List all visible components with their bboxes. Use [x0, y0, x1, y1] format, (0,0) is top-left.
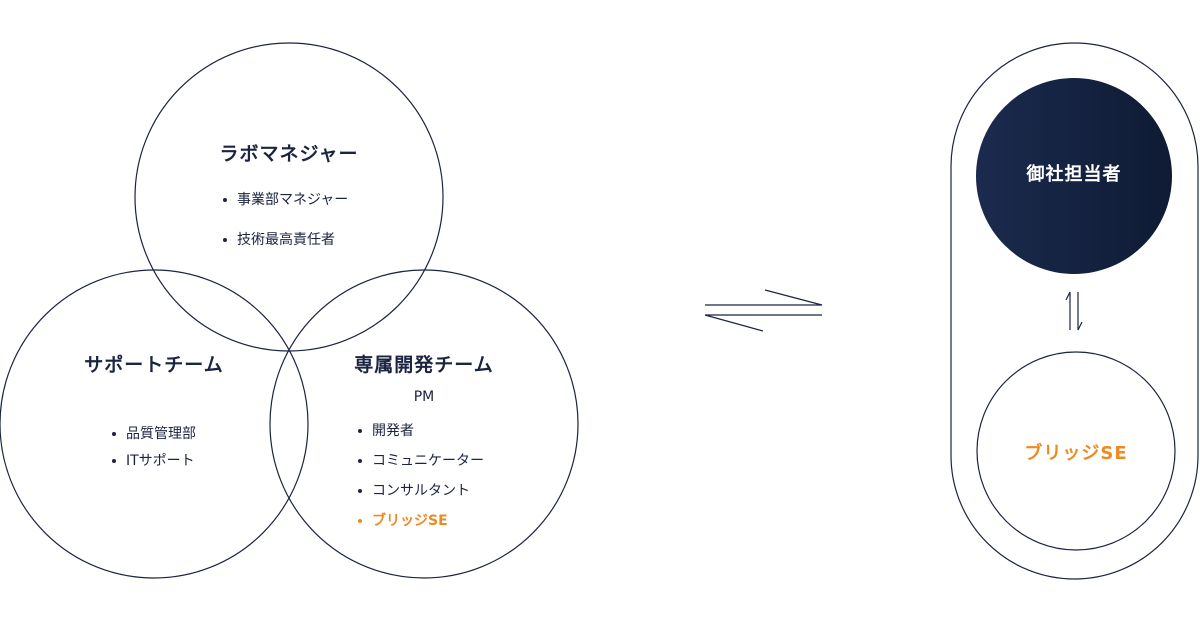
lab-manager-list: 事業部マネジャー 技術最高責任者	[221, 189, 348, 251]
lab-manager-title: ラボマネジャー	[219, 143, 359, 165]
dedicated-team-circle	[269, 269, 579, 579]
dedicated-team-list: 開発者 コミュニケーター コンサルタント ブリッジSE	[356, 420, 484, 532]
client-circle	[976, 78, 1172, 274]
bridge-se-label: ブリッジSE	[1024, 443, 1128, 464]
dedicated-team-title: 専属開発チーム	[354, 354, 494, 376]
list-item: ITサポート	[110, 450, 196, 472]
bridge-se-list-item: ブリッジSE	[356, 510, 484, 532]
list-item: 開発者	[356, 420, 484, 442]
list-item: コミュニケーター	[356, 450, 484, 472]
list-item: 品質管理部	[110, 423, 196, 445]
support-team-circle	[0, 269, 309, 579]
support-team-title: サポートチーム	[84, 354, 224, 376]
client-pill-frame	[950, 42, 1199, 580]
list-item: 技術最高責任者	[221, 229, 348, 251]
list-item: コンサルタント	[356, 480, 484, 502]
support-team-list: 品質管理部 ITサポート	[110, 423, 196, 472]
client-label: 御社担当者	[1026, 164, 1122, 185]
list-item: 事業部マネジャー	[221, 189, 348, 211]
up-down-arrows-icon	[1065, 291, 1083, 331]
bridge-se-circle	[976, 351, 1176, 551]
pm-label: PM	[413, 389, 435, 405]
bidirectional-arrows-icon	[704, 289, 823, 332]
